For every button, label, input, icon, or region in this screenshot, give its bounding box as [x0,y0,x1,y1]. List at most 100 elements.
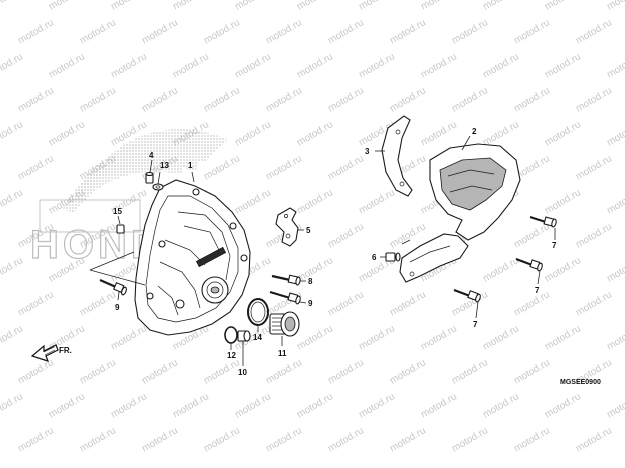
front-arrow-label: FR. [59,346,72,355]
watermark-text: motod.ru [481,391,521,420]
watermark-text: motod.ru [295,391,335,420]
watermark-text: motod.ru [0,323,25,352]
callout-6: 6 [372,253,377,262]
watermark-text: motod.ru [543,119,583,148]
diagram-code: MGSEE0900 [560,379,601,386]
watermark-text: motod.ru [326,425,366,454]
watermark-text: motod.ru [0,391,25,420]
leader-lines [89,135,556,366]
watermark-text: motod.ru [388,85,428,114]
watermark-text: motod.ru [357,323,397,352]
part-3-cover[interactable] [381,115,413,197]
watermark-text: motod.ru [512,85,552,114]
part-9-bolt-right[interactable] [269,290,301,305]
watermark-text: motod.ru [16,357,56,386]
watermark-text: motod.ru [326,153,366,182]
part-4-dowel[interactable] [145,171,154,184]
watermark-text: motod.ru [543,51,583,80]
callout-12: 12 [227,351,236,360]
part-7-bolt-a[interactable] [529,215,557,228]
watermark-text: motod.ru [543,255,583,284]
watermark-text: motod.ru [0,119,25,148]
watermark-text: motod.ru [16,425,56,454]
watermark-text: motod.ru [171,0,211,13]
watermark-text: motod.ru [202,85,242,114]
watermark-text: motod.ru [450,357,490,386]
watermark-text: motod.ru [202,357,242,386]
watermark-text: motod.ru [78,289,118,318]
watermark-text: motod.ru [481,0,521,13]
watermark-text: motod.ru [264,357,304,386]
part-15-dowel-pin[interactable] [116,224,125,234]
watermark-text: motod.ru [512,17,552,46]
callout-9-right: 9 [308,299,313,308]
part-14-o-ring[interactable] [247,298,269,326]
watermark-text: motod.ru [295,119,335,148]
watermark-text: motod.ru [109,0,149,13]
watermark-text: motod.ru [326,357,366,386]
watermark-text: motod.ru [543,187,583,216]
watermark-text: motod.ru [450,85,490,114]
part-5-bracket[interactable] [275,207,299,247]
watermark-text: motod.ru [0,51,25,80]
part-6-clip[interactable] [385,252,401,262]
callout-7-c: 7 [473,320,478,329]
part-7-bolt-b[interactable] [515,257,543,272]
watermark-text: motod.ru [357,187,397,216]
callout-15: 15 [113,207,122,216]
watermark-text: motod.ru [388,289,428,318]
watermark-text: motod.ru [388,425,428,454]
watermark-text: motod.ru [388,17,428,46]
watermark-text: motod.ru [264,85,304,114]
watermark-text: motod.ru [574,153,614,182]
watermark-text: motod.ru [295,323,335,352]
watermark-text: motod.ru [574,289,614,318]
callout-5: 5 [306,226,311,235]
watermark-text: motod.ru [574,17,614,46]
part-13-washer[interactable] [152,183,164,191]
watermark-text: motod.ru [171,51,211,80]
watermark-text: motod.ru [574,85,614,114]
watermark-text: motod.ru [388,357,428,386]
callout-7-b: 7 [535,286,540,295]
watermark-text: motod.ru [326,85,366,114]
watermark-text: motod.ru [543,0,583,13]
part-8-bolt[interactable] [271,274,301,286]
part-2-sprocket-cover[interactable] [399,143,521,283]
watermark-text: motod.ru [419,0,459,13]
part-7-bolt-c[interactable] [453,288,481,303]
watermark-text: motod.ru [605,187,625,216]
watermark-text: motod.ru [264,153,304,182]
part-12-washer[interactable] [224,326,238,344]
watermark-text: motod.ru [357,51,397,80]
watermark-text: motod.ru [16,289,56,318]
watermark-text: motod.ru [605,391,625,420]
front-direction-arrow: FR. [30,344,72,362]
watermark-text: motod.ru [481,323,521,352]
callouts: 1 2 3 4 5 6 7 7 7 8 9 9 10 11 12 13 14 1… [113,127,557,377]
watermark-text: motod.ru [78,425,118,454]
watermark-text: motod.ru [140,357,180,386]
watermark-text: motod.ru [605,255,625,284]
watermark-text: motod.ru [326,17,366,46]
watermark-text: motod.ru [419,51,459,80]
watermark-text: motod.ru [512,289,552,318]
callout-13: 13 [160,161,169,170]
part-10-plug[interactable] [237,330,251,342]
part-9-bolt-left[interactable] [99,278,127,296]
watermark-text: motod.ru [512,357,552,386]
left-crankcase-cover[interactable] [134,179,251,336]
watermark-text: motod.ru [47,391,87,420]
watermark-text: motod.ru [419,391,459,420]
watermark-text: motod.ru [481,51,521,80]
watermark-text: motod.ru [264,425,304,454]
watermark-text: motod.ru [605,119,625,148]
watermark-text: motod.ru [78,357,118,386]
watermark-text: motod.ru [78,85,118,114]
part-11-cap[interactable] [269,311,300,337]
watermark-text: motod.ru [357,391,397,420]
watermark-text: motod.ru [0,0,25,13]
watermark-text: motod.ru [47,119,87,148]
callout-2: 2 [472,127,477,136]
watermark-text: motod.ru [140,425,180,454]
